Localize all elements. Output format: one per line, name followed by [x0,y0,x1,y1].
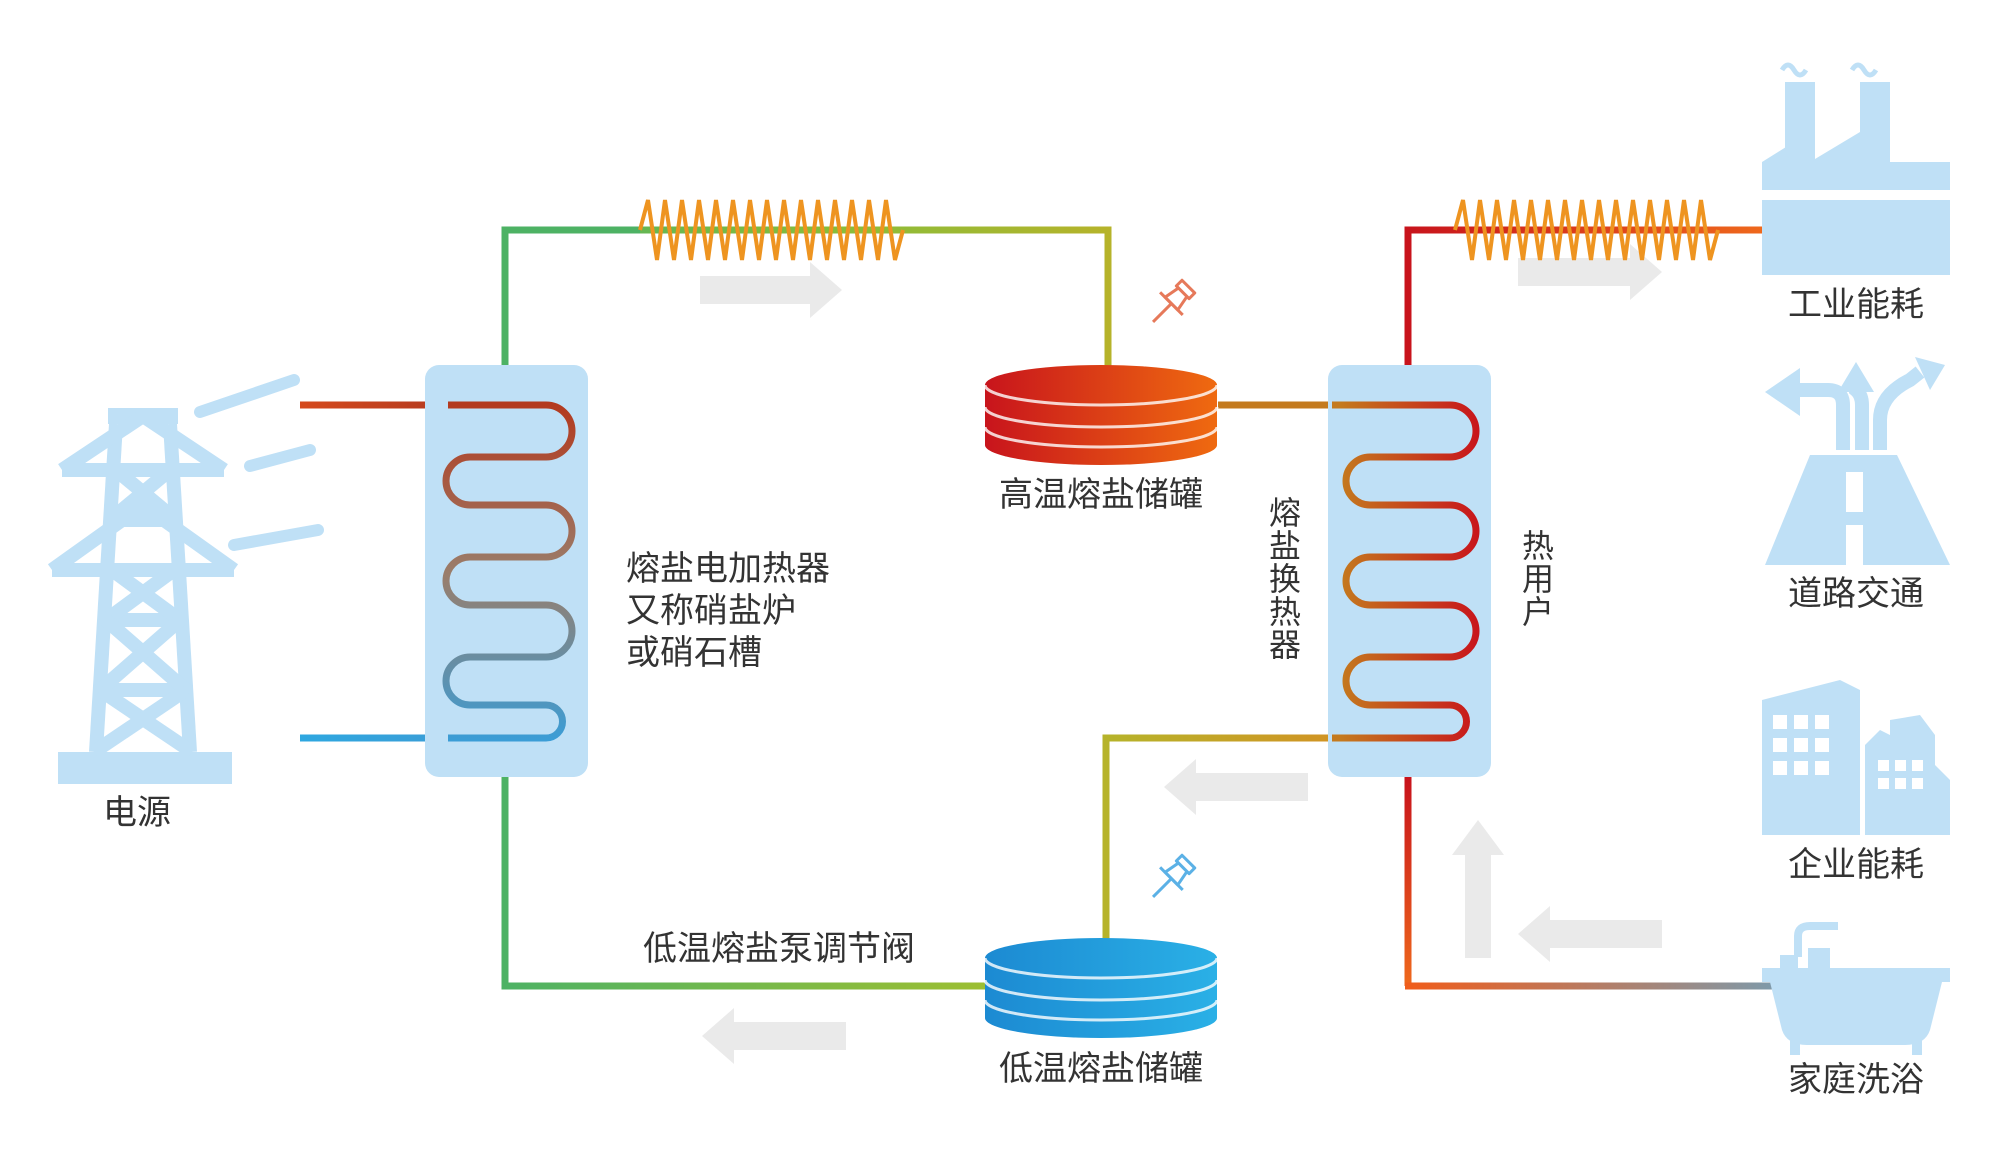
valve-label: 低温熔盐泵调节阀 [643,929,915,969]
pipes [300,226,1775,990]
flow-arrow-right-1 [700,262,842,318]
exchanger-coil [1332,401,1480,742]
pipe-hot-up [1404,226,1415,367]
factory-icon [1762,62,1950,275]
zigzag-heater-left [638,199,905,261]
heater-label: 熔盐电加热器 又称硝盐炉 或硝石槽 [626,548,830,674]
low-temp-tank-label: 低温熔盐储罐 [999,1049,1203,1089]
heat-exchanger-label: 熔盐换热器 [1268,494,1301,664]
pipe-cold-tank-return [1102,734,1400,946]
industry-label: 工业能耗 [1788,285,1924,325]
flow-arrow-left-3 [1518,906,1662,962]
flow-arrow-left-2 [702,1008,846,1064]
enterprise-label: 企业能耗 [1788,845,1924,885]
pushpin-icon [1151,853,1197,899]
heater-label-line-3: 或硝石槽 [626,633,762,673]
pushpin-icon [1151,278,1197,324]
zigzag-heater-right [1453,199,1720,261]
flow-arrows [700,244,1662,1064]
power-tower-icon [47,374,324,784]
power-source-label: 电源 [103,793,171,833]
flow-arrow-left-1 [1164,759,1308,815]
heater-label-line-1: 熔盐电加热器 [626,549,830,589]
heater-label-line-2: 又称硝盐炉 [626,591,796,631]
low-temp-tank [983,938,1219,1038]
high-temp-tank [983,365,1219,465]
pipe-heater-up [501,226,640,367]
heat-user-label: 热用户 [1521,527,1554,631]
heater-coil [442,401,576,742]
household-label: 家庭洗浴 [1788,1060,1924,1100]
bathtub-icon [1762,922,1950,1055]
pipe-heater-down [501,775,985,990]
buildings-icon [1762,680,1950,835]
flow-arrow-up-1 [1452,820,1504,958]
molten-salt-heater [425,365,588,777]
molten-salt-heat-exchanger [1328,365,1491,777]
road-junction-icon [1765,357,1950,565]
traffic-label: 道路交通 [1788,574,1924,614]
high-temp-tank-label: 高温熔盐储罐 [999,475,1203,515]
